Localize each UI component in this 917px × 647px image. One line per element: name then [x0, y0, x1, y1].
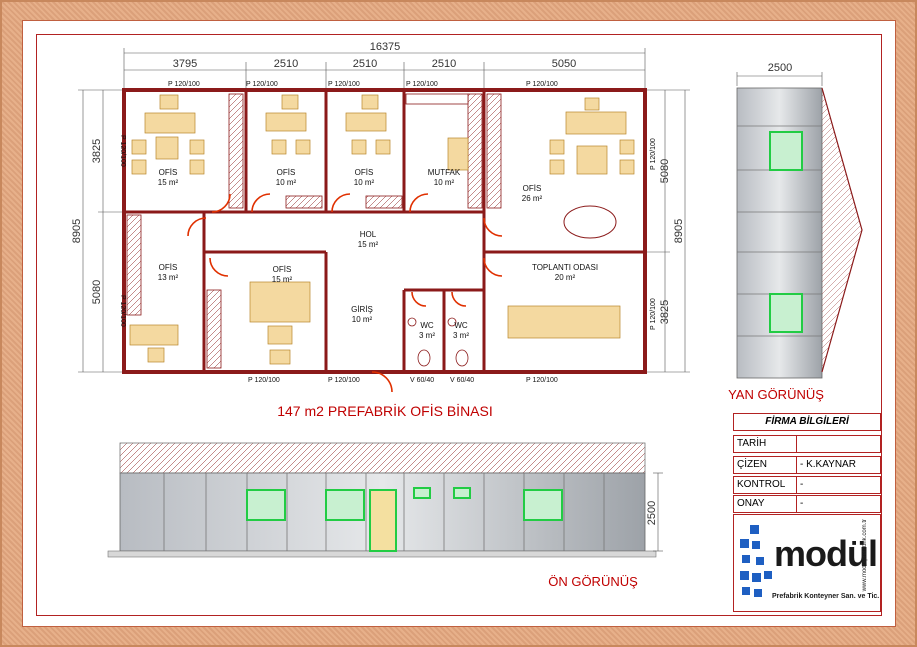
- tb-label-control: KONTROL: [737, 479, 786, 490]
- room-4-name: MUTFAK: [428, 168, 461, 177]
- win-right-2: P 120/100: [650, 298, 657, 330]
- room-5-area: 26 m²: [522, 194, 543, 203]
- dim-seg-5: 5050: [552, 58, 576, 70]
- room-4-area: 10 m²: [434, 178, 455, 187]
- sheet-border: [36, 34, 882, 616]
- meeting-table-26: [563, 205, 617, 239]
- tb-row-drawn: ÇİZEN - K.KAYNAR: [733, 456, 881, 474]
- dim-left-bottom: 5080: [91, 280, 103, 304]
- tb-value-drawn: - K.KAYNAR: [796, 457, 884, 473]
- win-left-1: P 120/100: [119, 135, 126, 167]
- dim-right-top: 5080: [659, 159, 671, 183]
- room-5-name: OFİS: [523, 184, 542, 193]
- room-8-name: OFİS: [273, 265, 292, 274]
- furniture: [129, 94, 635, 365]
- room-12-name: TOPLANTI ODASI: [532, 263, 598, 272]
- win-top-4: P 120/100: [406, 81, 438, 88]
- side-width-dim: 2500: [768, 62, 792, 74]
- tb-row-date: TARİH: [733, 435, 881, 453]
- room-8-area: 15 m²: [272, 275, 293, 284]
- win-top-1: P 120/100: [168, 81, 200, 88]
- tb-row-control: KONTROL -: [733, 476, 881, 494]
- tb-label-approve: ONAY: [737, 498, 765, 509]
- title-block: FİRMA BİLGİLERİ TARİH ÇİZEN - K.KAYNAR K…: [733, 413, 881, 613]
- room-1-area: 15 m²: [158, 178, 179, 187]
- left-dimensions: [78, 89, 124, 373]
- room-2-name: OFİS: [277, 168, 296, 177]
- win-top-5: P 120/100: [526, 81, 558, 88]
- title-block-header: FİRMA BİLGİLERİ: [765, 416, 849, 427]
- title-block-header-row: FİRMA BİLGİLERİ: [733, 413, 881, 431]
- room-9-area: 10 m²: [352, 315, 373, 324]
- room-9-name: GİRİŞ: [351, 305, 373, 314]
- front-view: [107, 442, 663, 558]
- dim-right-bottom: 3825: [659, 300, 671, 324]
- win-bottom-4: V 60/40: [450, 377, 474, 384]
- tb-value-approve: -: [796, 496, 884, 512]
- front-view-label: ÖN GÖRÜNÜŞ: [548, 574, 638, 589]
- dim-seg-1: 3795: [173, 58, 197, 70]
- dim-seg-3: 2510: [353, 58, 377, 70]
- logo-mark-icon: [740, 525, 772, 597]
- room-10-name: WC: [420, 321, 434, 330]
- room-7-name: OFİS: [159, 263, 178, 272]
- side-view: [736, 72, 863, 379]
- dim-left-total: 8905: [71, 219, 83, 243]
- win-bottom-5: P 120/100: [526, 377, 558, 384]
- room-6-name: HOL: [360, 230, 377, 239]
- win-top-2: P 120/100: [246, 81, 278, 88]
- tb-label-date: TARİH: [737, 438, 767, 449]
- win-top-3: P 120/100: [328, 81, 360, 88]
- room-2-area: 10 m²: [276, 178, 297, 187]
- logo-url: www.modulprefabrik.com.tr: [862, 519, 868, 592]
- dim-right-total: 8905: [673, 219, 685, 243]
- win-left-2: P 120/100: [119, 295, 126, 327]
- tb-value-date: [796, 436, 884, 452]
- tb-label-drawn: ÇİZEN: [737, 459, 767, 470]
- room-12-area: 20 m²: [555, 273, 576, 282]
- room-6-area: 15 m²: [358, 240, 379, 249]
- doors: [187, 193, 503, 393]
- dim-total-width: 16375: [370, 41, 401, 53]
- dim-seg-4: 2510: [432, 58, 456, 70]
- logo-wordmark: modül: [774, 533, 878, 574]
- win-bottom-3: V 60/40: [410, 377, 434, 384]
- room-labels: OFİS 15 m² OFİS 10 m² OFİS 10 m² MUTFAK …: [158, 168, 598, 340]
- tb-value-control: -: [796, 477, 884, 493]
- dim-left-top: 3825: [91, 139, 103, 163]
- window-labels: P 120/100 P 120/100 P 120/100 P 120/100 …: [119, 81, 657, 384]
- room-10-area: 3 m²: [419, 331, 435, 340]
- front-height-dim: 2500: [646, 501, 658, 525]
- room-1-name: OFİS: [159, 168, 178, 177]
- top-dimensions: [123, 48, 646, 92]
- toilets: [407, 317, 469, 367]
- room-3-name: OFİS: [355, 168, 374, 177]
- right-dimensions: [645, 89, 690, 373]
- room-7-area: 13 m²: [158, 273, 179, 282]
- dim-seg-2: 2510: [274, 58, 298, 70]
- win-bottom-1: P 120/100: [248, 377, 280, 384]
- side-view-label: YAN GÖRÜNÜŞ: [728, 387, 824, 402]
- room-3-area: 10 m²: [354, 178, 375, 187]
- drawing-title: 147 m2 PREFABRİK OFİS BİNASI: [277, 402, 493, 419]
- logo-subtitle: Prefabrik Konteyner San. ve Tic.: [772, 593, 880, 600]
- company-logo: modül Prefabrik Konteyner San. ve Tic. w…: [733, 514, 881, 612]
- win-bottom-2: P 120/100: [328, 377, 360, 384]
- tb-row-approve: ONAY -: [733, 495, 881, 513]
- room-11-area: 3 m²: [453, 331, 469, 340]
- win-right-1: P 120/100: [650, 138, 657, 170]
- room-11-name: WC: [454, 321, 468, 330]
